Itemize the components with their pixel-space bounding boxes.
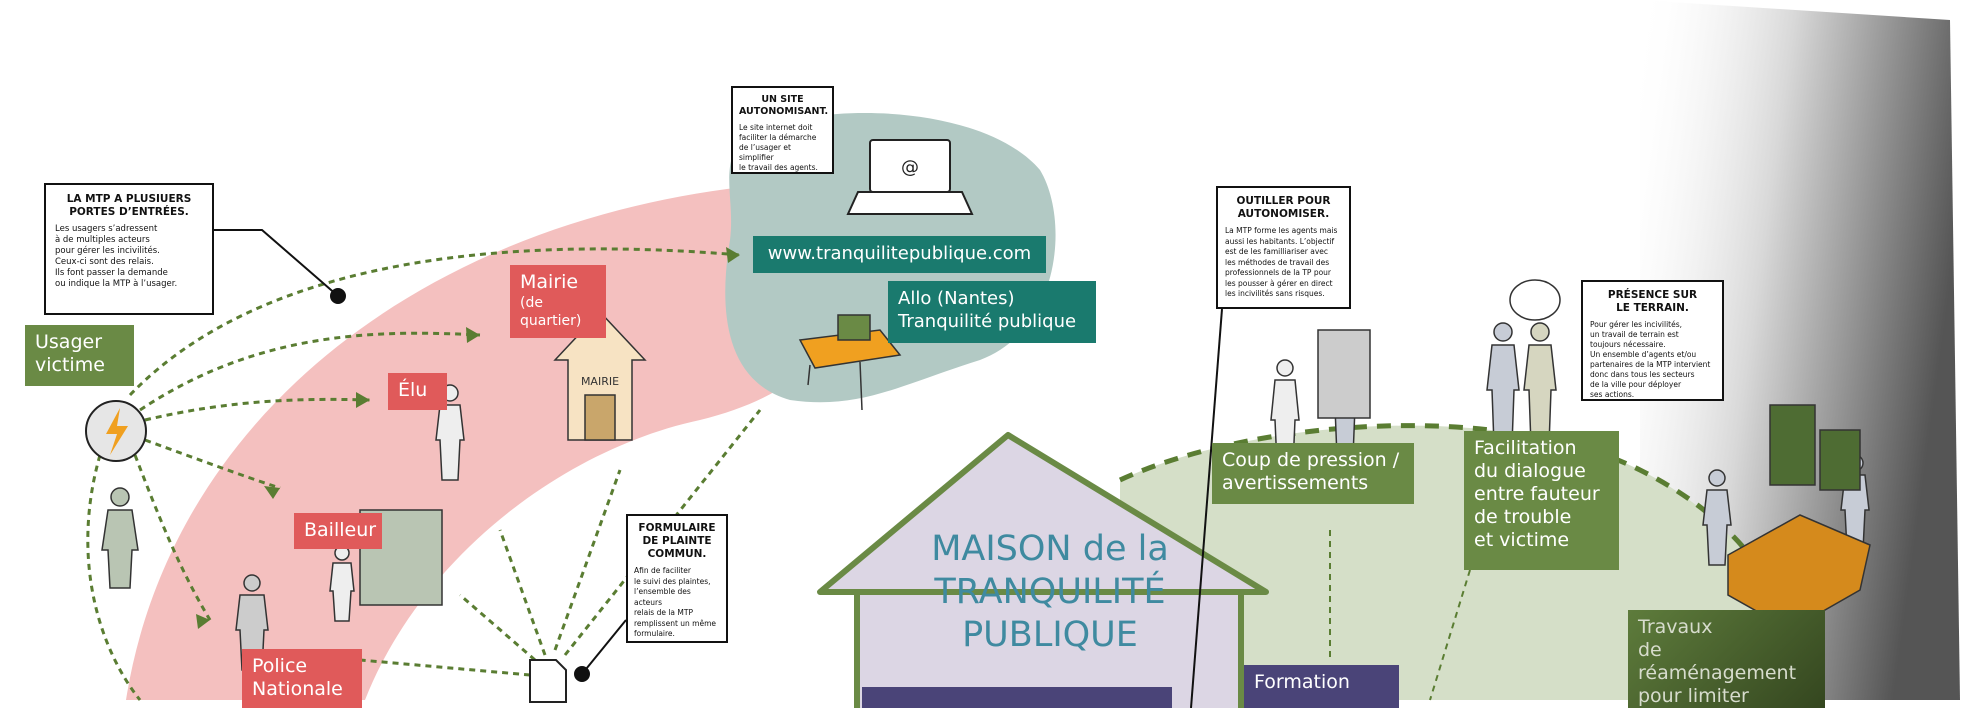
bailleur-label: Bailleur — [294, 513, 382, 549]
callout-field-title: PRÉSENCE SUR LE TERRAIN. — [1607, 289, 1698, 314]
usager-victime-label: Usager victime — [25, 325, 134, 386]
mairie-label: Mairie (de quartier) — [510, 265, 606, 338]
laptop-icon — [846, 139, 974, 215]
coup-de-pression-label: Coup de pression / avertissements — [1212, 443, 1414, 504]
lightning-icon — [85, 400, 147, 462]
travaux-label: Travaux de réaménagement pour limiter — [1628, 610, 1825, 708]
at-icon: @ — [901, 157, 919, 178]
mairie-title: Mairie — [520, 271, 579, 293]
construction-block — [1727, 514, 1871, 631]
elu-label: Élu — [388, 373, 447, 410]
desk-icon — [798, 314, 902, 411]
town-hall-icon — [553, 310, 647, 441]
speech-bubble-icon — [1509, 279, 1561, 321]
formation-label: Formation — [1244, 665, 1399, 708]
form-document-icon — [529, 659, 567, 703]
callout-entries-body: Les usagers s’adressent à de multiples a… — [55, 224, 178, 289]
allo-phone-label: Allo (Nantes) Tranquilité publique — [888, 281, 1096, 343]
house-bottom-bar — [862, 687, 1172, 708]
callout-site: UN SITE AUTONOMISANT. Le site internet d… — [731, 86, 834, 174]
callout-tools: OUTILLER POUR AUTONOMISER. La MTP forme … — [1216, 186, 1351, 309]
callout-tools-title: OUTILLER POUR AUTONOMISER. — [1236, 195, 1331, 220]
callout-form-title: FORMULAIRE DE PLAINTE COMMUN. — [638, 522, 716, 560]
mairie-subtitle: (de quartier) — [520, 295, 582, 329]
town-hall-sign: MAIRIE — [581, 375, 619, 388]
callout-tools-body: La MTP forme les agents mais aussi les h… — [1225, 226, 1338, 298]
building-icons — [359, 329, 1861, 606]
callout-site-body: Le site internet doit faciliter la démar… — [739, 123, 818, 172]
callout-site-title: UN SITE AUTONOMISANT. — [739, 94, 829, 117]
house-title: MAISON de la TRANQUILITÉ PUBLIQUE — [931, 529, 1169, 655]
callout-entries: LA MTP A PLUSIUERS PORTES D’ENTRÉES. Les… — [44, 183, 214, 315]
relay-band — [126, 185, 860, 700]
callout-field: PRÉSENCE SUR LE TERRAIN. Pour gérer les … — [1581, 280, 1724, 401]
police-nationale-label: Police Nationale — [242, 649, 362, 708]
callout-entries-title: LA MTP A PLUSIUERS PORTES D’ENTRÉES. — [66, 193, 192, 218]
facilitation-label: Facilitation du dialogue entre fauteur d… — [1464, 431, 1619, 570]
callout-form-body: Afin de faciliter le suivi des plaintes,… — [634, 566, 717, 638]
website-link[interactable]: www.tranquilitepublique.com — [753, 236, 1046, 273]
callout-form: FORMULAIRE DE PLAINTE COMMUN. Afin de fa… — [626, 514, 728, 643]
callout-field-body: Pour gérer les incivilités, un travail d… — [1590, 320, 1711, 399]
